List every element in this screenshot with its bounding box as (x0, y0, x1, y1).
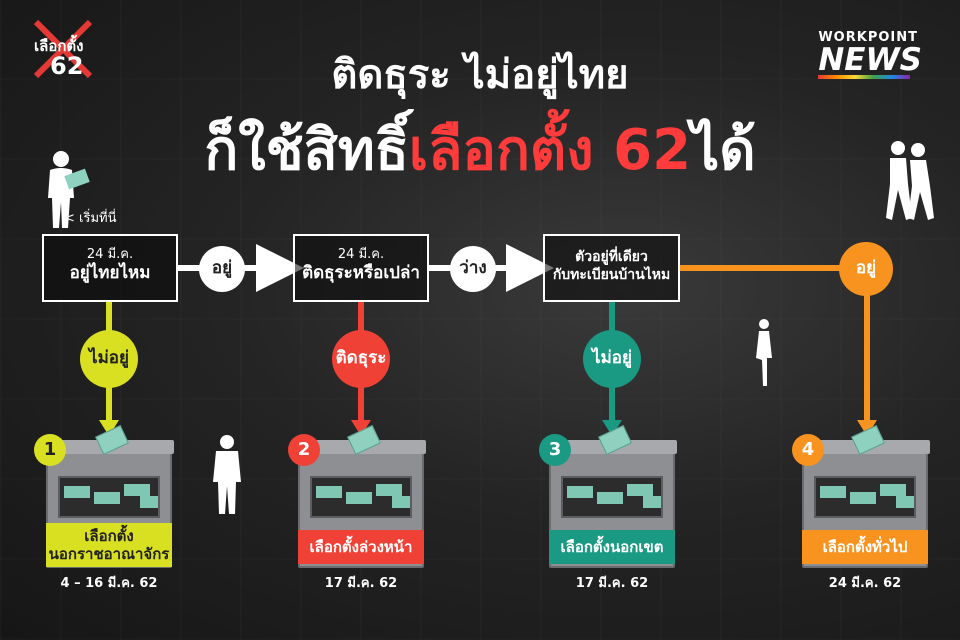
branch-not-at-home: ไม่อยู่ (583, 330, 641, 388)
person-reading-icon (48, 151, 90, 228)
question-box-3: ตัวอยู่ที่เดียว กับทะเบียนบ้านไหม (543, 234, 680, 302)
outcome-2-number: 2 (288, 434, 320, 466)
title-highlight: เลือกตั้ง 62 (408, 118, 692, 183)
outcome-4-date: 24 มี.ค. 62 (828, 576, 902, 591)
man-standing-icon (213, 435, 241, 514)
walking-people-icon (886, 141, 934, 220)
title-line1: ติดธุระ ไม่อยู่ไทย (331, 52, 629, 98)
outcome-4-label-text: เลือกตั้งทั่วไป (822, 538, 908, 556)
title-part2: ได้ (691, 118, 756, 183)
logo-number: 62 (50, 52, 84, 80)
outcome-3-label-text: เลือกตั้งนอกเขต (560, 538, 664, 556)
connector-free: ว่าง (450, 246, 496, 292)
logo-workpoint: WORKPOINT (818, 30, 918, 45)
start-here-label: < เริ่มที่นี่ (64, 211, 117, 226)
question-1-date: 24 มี.ค. (86, 247, 134, 262)
question-box-1: 24 มี.ค. อยู่ไทยไหม (42, 234, 178, 302)
outcome-3-date: 17 มี.ค. 62 (575, 576, 649, 591)
outcome-1-label: เลือกตั้ง นอกราชอาณาจักร (46, 523, 172, 567)
outcome-2-label: เลือกตั้งล่วงหน้า (298, 530, 424, 564)
outcome-1-label-line2: นอกราชอาณาจักร (48, 545, 170, 563)
logo-news: NEWS (818, 42, 922, 78)
title-line2: ก็ใช้สิทธิ์เลือกตั้ง 62ได้ (0, 105, 960, 194)
arrow-q3-to-outcome4 (680, 265, 870, 420)
question-box-2: 24 มี.ค. ติดธุระหรือเปล่า (293, 234, 429, 302)
connector-yes-2: อยู่ (839, 242, 893, 296)
question-2-text: ติดธุระหรือเปล่า (302, 263, 420, 283)
logo-text: เลือกตั้ง (34, 37, 84, 55)
branch-busy: ติดธุระ (332, 330, 390, 388)
title-part1: ก็ใช้สิทธิ์ (204, 118, 409, 183)
connector-yes-1: อยู่ (199, 246, 245, 292)
question-1-text: อยู่ไทยไหม (69, 263, 151, 283)
outcome-2-date: 17 มี.ค. 62 (324, 576, 398, 591)
outcome-1-number: 1 (34, 434, 66, 466)
outcome-2-label-text: เลือกตั้งล่วงหน้า (309, 538, 413, 556)
outcome-4-label: เลือกตั้งทั่วไป (802, 530, 928, 564)
woman-walking-icon (756, 319, 772, 386)
question-3-line1: ตัวอยู่ที่เดียว (575, 249, 648, 265)
logo-color-bar (818, 75, 911, 79)
outcome-1-label-line1: เลือกตั้ง (84, 527, 134, 545)
outcome-4-number: 4 (792, 434, 824, 466)
outcome-3-number: 3 (539, 434, 571, 466)
election-logo: เลือกตั้ง 62 (28, 18, 108, 80)
outcome-1-date: 4 – 16 มี.ค. 62 (60, 576, 158, 591)
question-2-date: 24 มี.ค. (337, 247, 385, 262)
outcome-3-label: เลือกตั้งนอกเขต (549, 530, 675, 564)
red-x-mark (33, 19, 93, 78)
workpoint-news-logo: WORKPOINT NEWS (818, 30, 922, 79)
branch-not-in-thailand: ไม่อยู่ (80, 330, 138, 388)
question-3-line2: กับทะเบียนบ้านไหม (552, 267, 671, 283)
